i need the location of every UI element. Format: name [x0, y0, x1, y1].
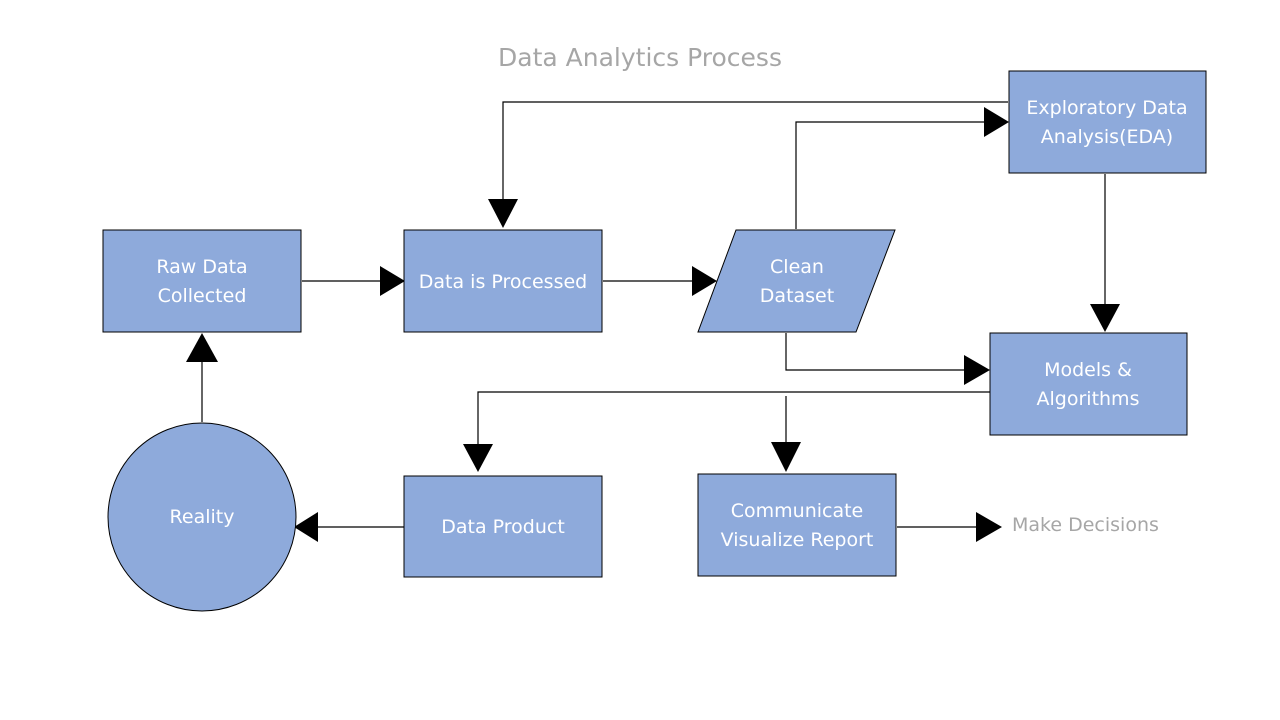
- node-label: Communicate: [731, 500, 864, 522]
- node-eda: Exploratory Data Analysis(EDA): [1008, 70, 1207, 174]
- node-label: Clean: [770, 256, 824, 278]
- node-label: Data is Processed: [419, 271, 587, 293]
- node-models: Models & Algorithms: [989, 332, 1188, 436]
- connector-models-to-product: [477, 391, 990, 446]
- arrowhead-down-icon: [1090, 304, 1120, 332]
- node-communicate: Communicate Visualize Report: [697, 473, 897, 577]
- node-label: Analysis(EDA): [1041, 126, 1173, 148]
- node-label: Raw Data: [156, 256, 247, 278]
- arrowhead-down-icon: [771, 442, 801, 472]
- diagram-title: Data Analytics Process: [498, 43, 782, 72]
- node-clean-dataset: Clean Dataset: [697, 229, 896, 333]
- node-label: Data Product: [441, 516, 565, 538]
- node-label: Visualize Report: [721, 529, 874, 551]
- arrowhead-left-icon: [294, 512, 318, 542]
- arrowhead-right-icon: [976, 512, 1002, 542]
- connector-clean-to-eda: [795, 121, 986, 229]
- node-label: Exploratory Data: [1026, 97, 1187, 119]
- arrowhead-down-icon: [463, 444, 493, 472]
- arrowhead-right-icon: [380, 266, 405, 296]
- node-label: Dataset: [760, 285, 834, 307]
- node-data-processed: Data is Processed: [403, 229, 603, 333]
- arrowhead-down-icon: [488, 199, 518, 228]
- node-data-product: Data Product: [403, 475, 603, 578]
- connector-eda-to-processed: [502, 101, 1008, 200]
- node-label: Collected: [158, 285, 247, 307]
- node-raw-data: Raw Data Collected: [102, 229, 302, 333]
- node-reality: Reality: [107, 422, 297, 612]
- arrowhead-up-icon: [186, 333, 218, 362]
- arrowhead-right-icon: [964, 355, 990, 385]
- node-label: Models &: [1044, 359, 1132, 381]
- outcome-label: Make Decisions: [1012, 514, 1159, 536]
- arrowhead-right-icon: [692, 266, 717, 296]
- node-label: Reality: [170, 506, 235, 528]
- arrowhead-right-icon: [984, 107, 1009, 137]
- connector-clean-to-models: [785, 333, 966, 371]
- node-label: Algorithms: [1037, 388, 1140, 410]
- arrowheads: [186, 107, 1120, 542]
- connectors: [201, 101, 1106, 528]
